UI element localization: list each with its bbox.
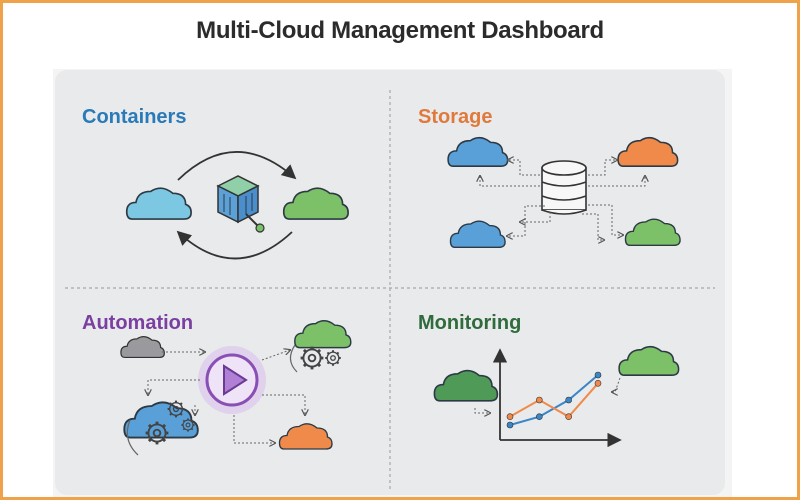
gear-icon	[324, 349, 342, 367]
sync-arrow	[176, 230, 293, 260]
storage-diagram	[447, 136, 681, 249]
cloud-icon	[449, 220, 506, 249]
monitoring-diagram	[433, 345, 680, 448]
play-button-icon	[198, 346, 266, 414]
title-bar: Multi-Cloud Management Dashboard	[3, 3, 797, 69]
chart-point	[565, 396, 572, 404]
right-margin	[732, 69, 797, 497]
cloud-icon	[618, 345, 680, 376]
containers-title: Containers	[82, 106, 187, 128]
cloud-icon	[120, 336, 165, 359]
chart-point	[536, 413, 543, 420]
chart-series-line	[509, 382, 599, 418]
automation-title: Automation	[82, 312, 194, 334]
cloud-icon	[447, 136, 509, 167]
chart-point	[565, 413, 572, 420]
sync-arrow	[177, 151, 297, 181]
chart-point	[594, 371, 602, 379]
containers-diagram	[125, 151, 349, 260]
cloud-icon	[125, 187, 192, 220]
storage-title: Storage	[418, 106, 493, 128]
chart-point	[506, 413, 514, 420]
chart-point	[506, 421, 514, 429]
cloud-icon	[282, 187, 349, 220]
cloud-icon	[294, 320, 352, 349]
automation-diagram	[120, 320, 352, 456]
cloud-icon	[624, 218, 681, 247]
chart-point	[594, 380, 602, 387]
database-icon	[541, 160, 587, 215]
page-title: Multi-Cloud Management Dashboard	[196, 17, 604, 44]
cloud-icon	[433, 369, 499, 402]
line-chart	[492, 348, 622, 448]
chart-series-line	[509, 374, 599, 426]
chart-point	[536, 396, 543, 404]
monitoring-title: Monitoring	[418, 312, 522, 334]
left-margin	[3, 69, 53, 497]
container-box-icon	[216, 175, 265, 233]
cloud-icon	[617, 136, 679, 167]
gear-icon	[299, 345, 325, 371]
cloud-icon	[278, 423, 333, 450]
